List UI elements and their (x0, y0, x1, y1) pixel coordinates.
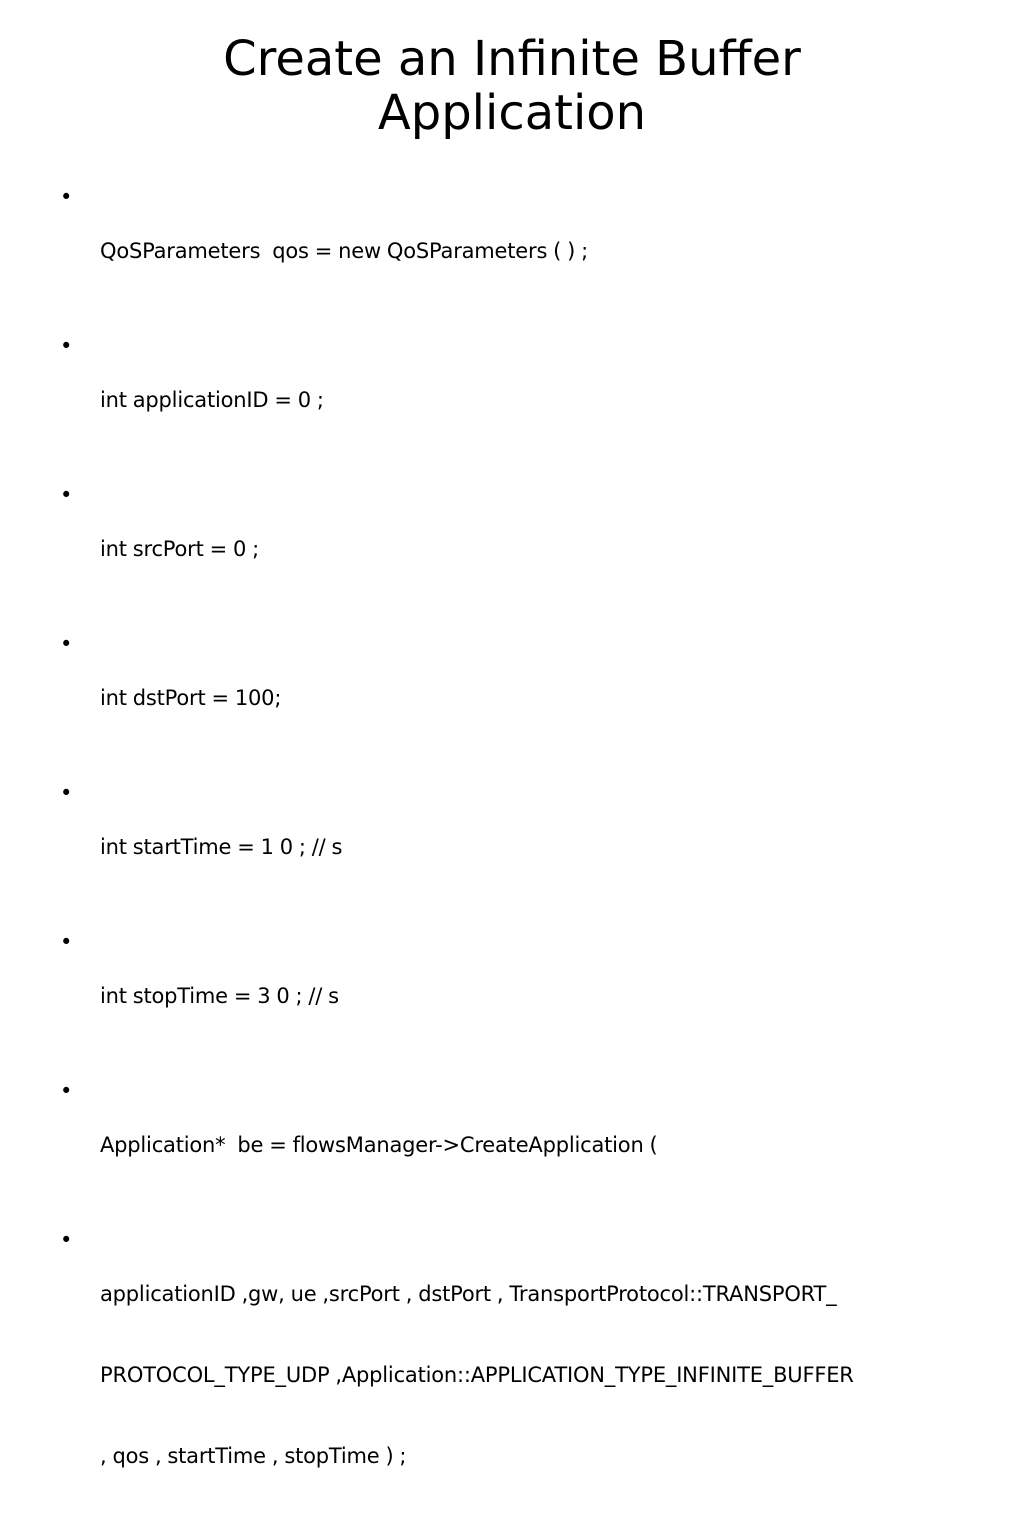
bullet-text: int srcPort = 0 ; (100, 482, 964, 617)
bullet-icon: • (60, 930, 73, 954)
bullet-icon: • (60, 334, 73, 358)
bullet-text: Application* be = flowsManager->CreateAp… (100, 1078, 964, 1213)
bullet-text-line: int srcPort = 0 ; (100, 537, 260, 561)
bullet-text-line: int startTime = 1 0 ; // s (100, 835, 343, 859)
slide-title-line-2: Application (377, 85, 647, 141)
bullet-text-line: int dstPort = 100; (100, 686, 282, 710)
bullet-text: int dstPort = 100; (100, 631, 964, 766)
bullet-item-src-port: • int srcPort = 0 ; (60, 482, 964, 617)
bullet-text-line: PROTOCOL_TYPE_UDP ,Application::APPLICAT… (100, 1363, 854, 1387)
bullet-item-application-id: • int applicationID = 0 ; (60, 333, 964, 468)
bullet-text-line: int stopTime = 3 0 ; // s (100, 984, 339, 1008)
bullet-text: QoSParameters qos = new QoSParameters ( … (100, 184, 964, 319)
slide: Create an Infinite Buffer Application • … (60, 32, 964, 1468)
bullet-list: • QoSParameters qos = new QoSParameters … (60, 184, 964, 1536)
bullet-text-line: Application* be = flowsManager->CreateAp… (100, 1133, 658, 1157)
bullet-icon: • (60, 1228, 73, 1252)
bullet-text-line: QoSParameters qos = new QoSParameters ( … (100, 239, 588, 263)
bullet-item-start-time: • int startTime = 1 0 ; // s (60, 780, 964, 915)
bullet-icon: • (60, 185, 73, 209)
bullet-item-stop-time: • int stopTime = 3 0 ; // s (60, 929, 964, 1064)
bullet-text-line: applicationID ,gw, ue ,srcPort , dstPort… (100, 1282, 837, 1306)
slide-title-line-1: Create an Infinite Buffer (223, 31, 801, 87)
bullet-text: int applicationID = 0 ; (100, 333, 964, 468)
bullet-item-create-application: • Application* be = flowsManager->Create… (60, 1078, 964, 1213)
bullet-text: int stopTime = 3 0 ; // s (100, 929, 964, 1064)
bullet-icon: • (60, 632, 73, 656)
bullet-text: applicationID ,gw, ue ,srcPort , dstPort… (100, 1227, 964, 1524)
bullet-icon: • (60, 1079, 73, 1103)
bullet-text: int startTime = 1 0 ; // s (100, 780, 964, 915)
bullet-text-line: , qos , startTime , stopTime ) ; (100, 1444, 407, 1468)
bullet-icon: • (60, 483, 73, 507)
bullet-text-line: int applicationID = 0 ; (100, 388, 324, 412)
bullet-item-application-args: • applicationID ,gw, ue ,srcPort , dstPo… (60, 1227, 964, 1524)
slide-title: Create an Infinite Buffer Application (60, 32, 964, 140)
bullet-item-qos-parameters: • QoSParameters qos = new QoSParameters … (60, 184, 964, 319)
bullet-icon: • (60, 781, 73, 805)
bullet-item-dst-port: • int dstPort = 100; (60, 631, 964, 766)
